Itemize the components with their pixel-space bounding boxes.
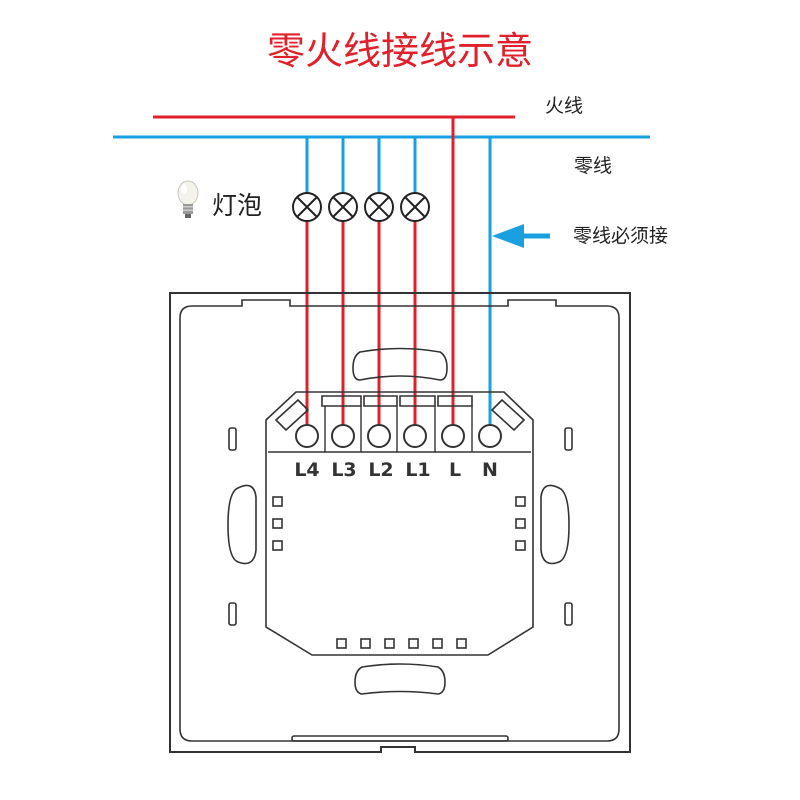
load-wires: [305, 221, 417, 436]
terminal-label-l3: L3: [331, 459, 356, 481]
terminal-label-l2: L2: [368, 459, 393, 481]
lamp-symbols: [292, 192, 430, 222]
neutral-line-label: 零线: [574, 155, 612, 177]
terminal-label-l: L: [449, 459, 461, 481]
neutral-required-label: 零线必须接: [573, 225, 668, 247]
diagram-title: 零火线接线示意: [267, 29, 533, 73]
lamp-cross-symbol-icon: [328, 192, 358, 222]
terminal-label-l1: L1: [405, 459, 430, 481]
switch-back-plate: [169, 292, 631, 753]
live-line-label: 火线: [545, 95, 583, 117]
light-bulb-icon: [177, 180, 199, 218]
terminal-screws: [295, 424, 502, 448]
lamp-cross-symbol-icon: [400, 192, 430, 222]
left-arrow-icon: [492, 224, 550, 248]
lamp-cross-symbol-icon: [292, 192, 322, 222]
terminal-label-n: N: [482, 459, 498, 481]
bulb-label: 灯泡: [212, 191, 262, 220]
neutral-drop-wires: [305, 137, 417, 193]
terminal-label-l4: L4: [294, 459, 319, 481]
lamp-cross-symbol-icon: [364, 192, 394, 222]
